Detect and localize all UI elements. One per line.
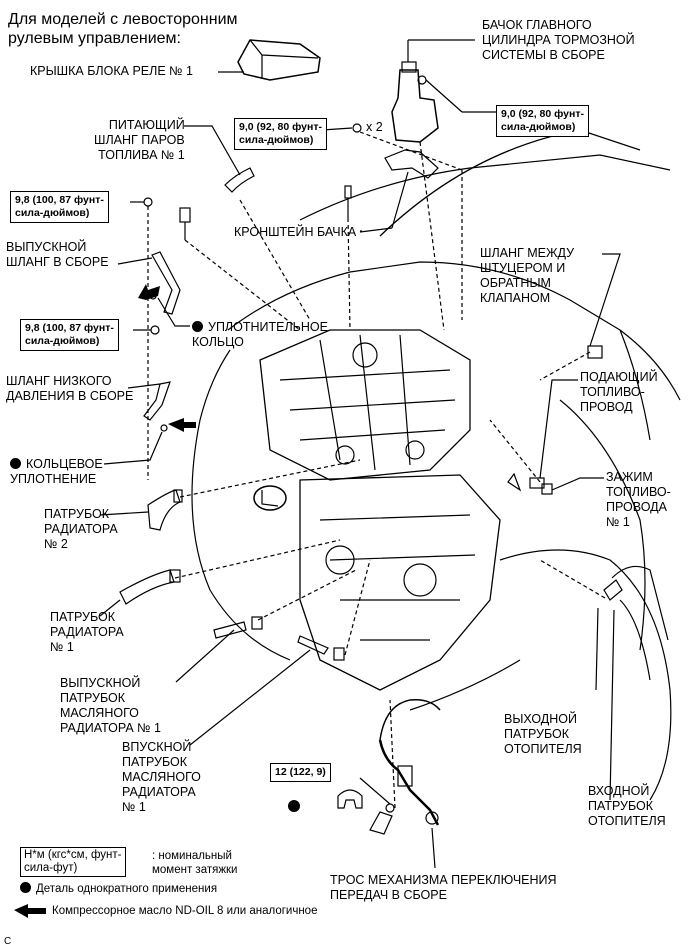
heater-outlet-label: ВЫХОДНОЙ ПАТРУБОК ОТОПИТЕЛЯ (504, 712, 582, 756)
legend-non-reusable: Деталь однократного применения (20, 882, 217, 897)
brake-reservoir-label: БАЧОК ГЛАВНОГО ЦИЛИНДРА ТОРМОЗНОЙ СИСТЕМ… (482, 18, 635, 62)
page-heading: Для моделей с левосторонним рулевым упра… (8, 11, 238, 47)
union-hose-label: ШЛАНГ МЕЖДУ ШТУЦЕРОМ И ОБРАТНЫМ КЛАПАНОМ (480, 246, 575, 305)
heater-inlet-label: ВХОДНОЙ ПАТРУБОК ОТОПИТЕЛЯ (588, 784, 666, 828)
seal-ring-label: УПЛОТНИТЕЛЬНОЕ КОЛЬЦО (192, 320, 328, 349)
legend-torque: Н*м (кгс*см, фунт- сила-фут) (20, 847, 126, 877)
relay-cover-label: КРЫШКА БЛОКА РЕЛЕ № 1 (30, 64, 193, 78)
oil-cooler-outlet-label: ВЫПУСКНОЙ ПАТРУБОК МАСЛЯНОГО РАДИАТОРА №… (60, 676, 162, 735)
shift-cable-label: ТРОС МЕХАНИЗМА ПЕРЕКЛЮЧЕНИЯ ПЕРЕДАЧ В СБ… (330, 873, 557, 902)
non-reusable-dot-icon (20, 882, 31, 893)
oil-cooler-inlet-label: ВПУСКНОЙ ПАТРУБОК МАСЛЯНОГО РАДИАТОРА № … (122, 740, 201, 814)
torque-bracket-box: 9,0 (92, 80 фунт- сила-дюймов) (234, 118, 327, 150)
o-ring-label: КОЛЬЦЕВОЕ УПЛОТНЕНИЕ (10, 457, 103, 486)
non-reusable-dot-icon (10, 458, 21, 469)
legend-compressor-oil: Компрессорное масло ND-OIL 8 или аналоги… (52, 905, 318, 917)
fuel-clamp-label: ЗАЖИМ ТОПЛИВО- ПРОВОДА № 1 (606, 470, 671, 529)
tank-bracket-label: КРОНШТЕЙН БАЧКА (234, 225, 357, 239)
corner-mark: C (4, 936, 12, 947)
torque-cable-box: 12 (122, 9) (270, 763, 331, 782)
radiator-hose-1-label: ПАТРУБОК РАДИАТОРА № 1 (50, 610, 124, 654)
outlet-hose-label: ВЫПУСКНОЙ ШЛАНГ В СБОРЕ (6, 240, 109, 269)
low-pressure-hose-label: ШЛАНГ НИЗКОГО ДАВЛЕНИЯ В СБОРЕ (6, 374, 134, 403)
fuel-feed-label: ПОДАЮЩИЙ ТОПЛИВО- ПРОВОД (580, 370, 658, 414)
torque-reservoir-box: 9,0 (92, 80 фунт- сила-дюймов) (496, 105, 589, 137)
torque-outlet-hose-box: 9,8 (100, 87 фунт- сила-дюймов) (10, 191, 109, 223)
non-reusable-dot-icon (192, 321, 203, 332)
x2-label: x 2 (366, 120, 383, 134)
vapor-hose-label: ПИТАЮЩИЙ ШЛАНГ ПАРОВ ТОПЛИВА № 1 (94, 118, 185, 162)
radiator-hose-2-label: ПАТРУБОК РАДИАТОРА № 2 (44, 507, 118, 551)
legend-torque-box: Н*м (кгс*см, фунт- сила-фут) (20, 847, 126, 877)
legend-torque-text: : номинальный момент затяжки (152, 850, 238, 876)
torque-lowpress-box: 9,8 (100, 87 фунт- сила-дюймов) (20, 319, 119, 351)
